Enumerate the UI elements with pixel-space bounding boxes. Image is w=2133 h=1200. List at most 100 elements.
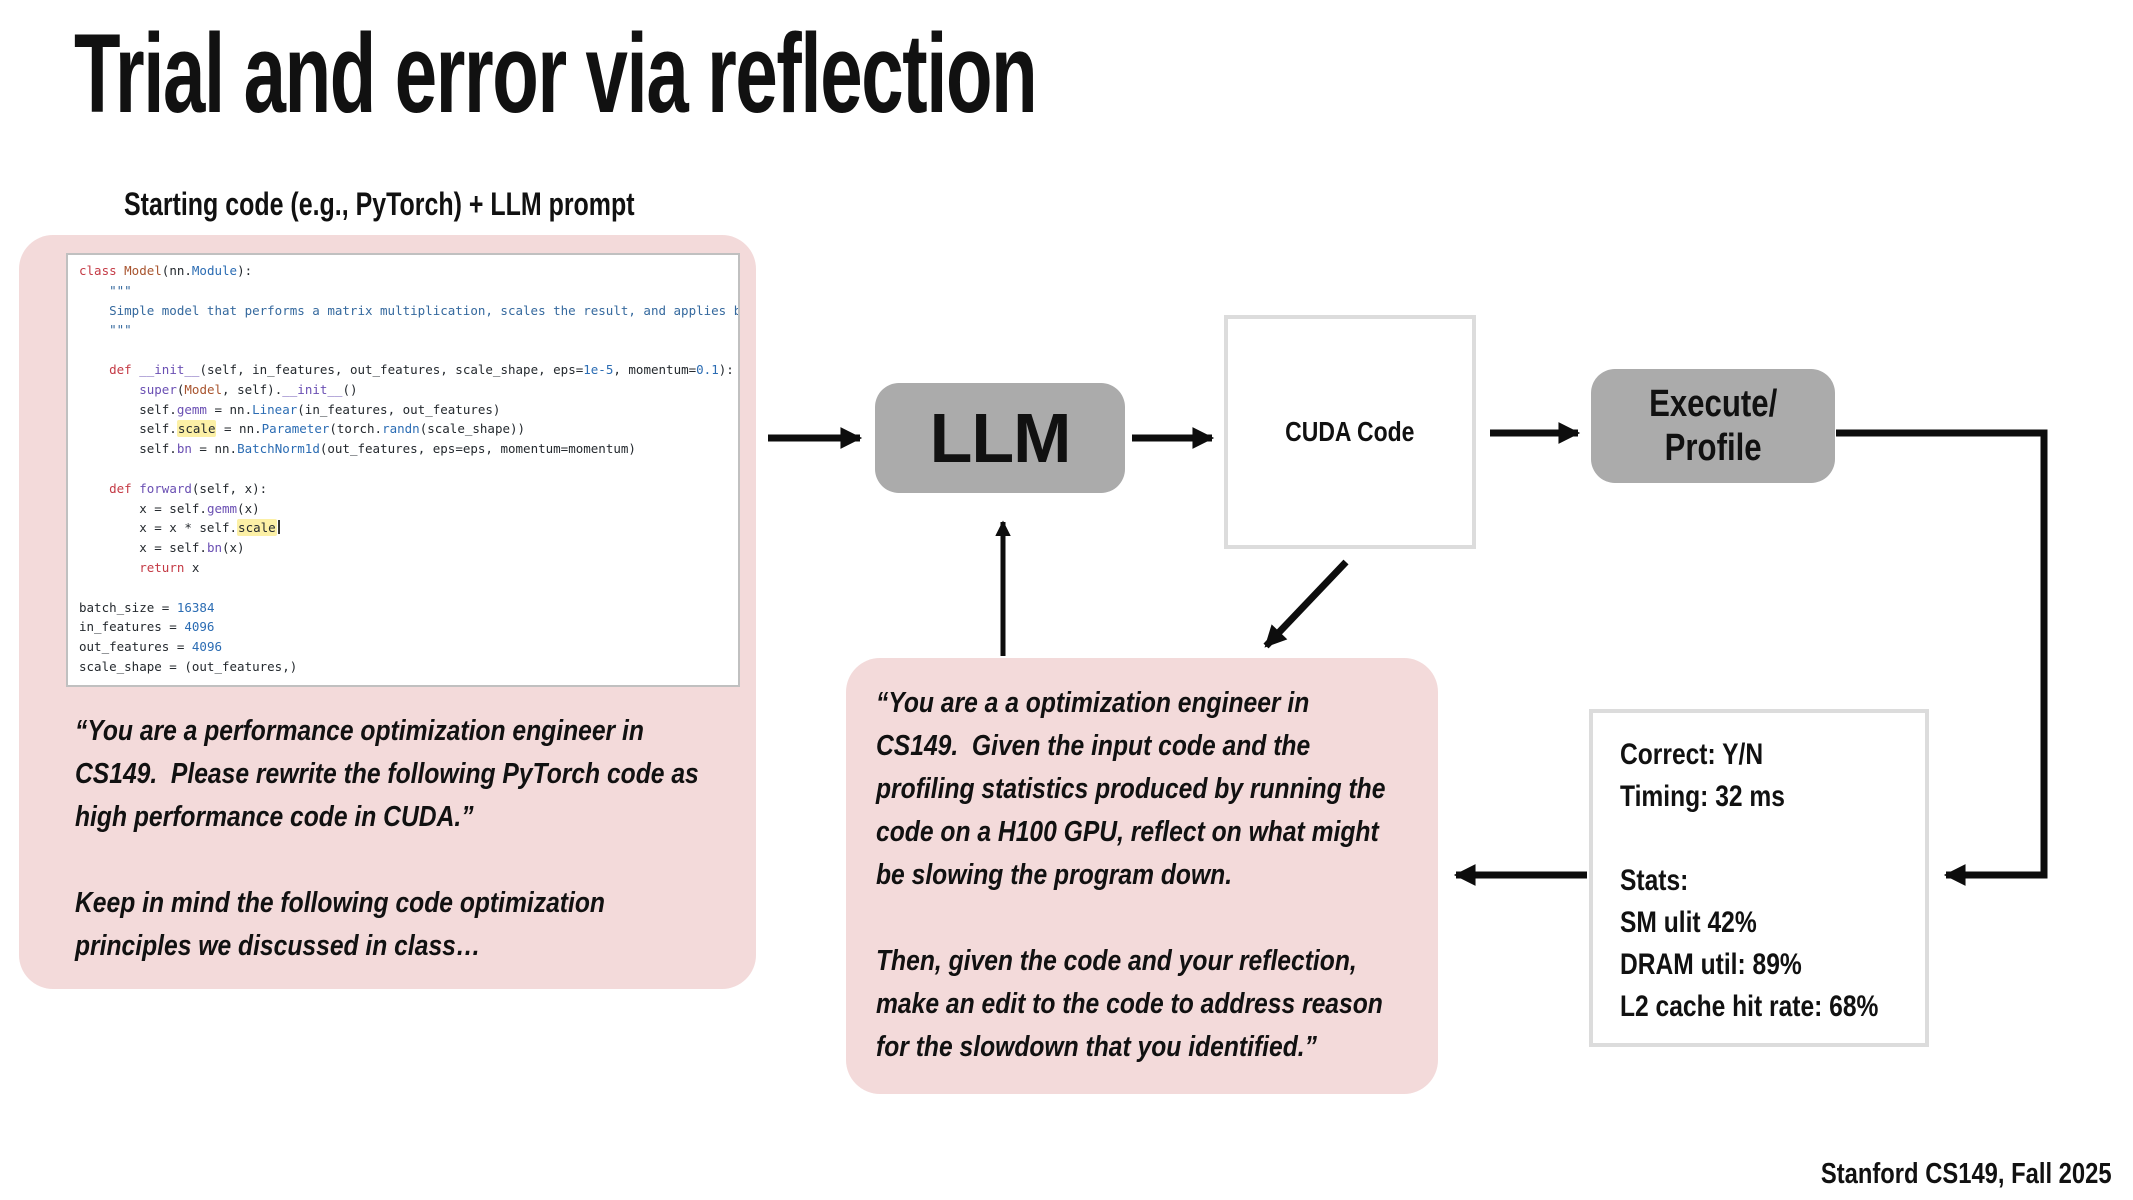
code-token xyxy=(79,362,109,377)
code-line: return x xyxy=(79,558,738,578)
code-token: BatchNorm1d xyxy=(237,441,320,457)
text-line: CS149. Please rewrite the following PyTo… xyxy=(75,758,699,790)
execute-profile-node: Execute/ Profile xyxy=(1591,369,1835,483)
code-line: self.scale = nn.Parameter(torch.randn(sc… xyxy=(79,419,738,439)
code-token: x xyxy=(184,559,200,575)
code-token: (self, in_features, out_features, scale_… xyxy=(199,361,584,377)
code-token: Linear xyxy=(252,401,298,417)
code-token: forward xyxy=(139,480,192,496)
text-line xyxy=(876,897,1471,940)
code-line xyxy=(79,459,738,479)
reflection-prompt-panel xyxy=(846,658,1438,1094)
text-line: CS149. Given the input code and the xyxy=(876,730,1311,762)
code-line: in_features = 4096 xyxy=(79,617,738,637)
execute-label-line1: Execute/ xyxy=(1648,383,1778,425)
code-token: 16384 xyxy=(176,599,215,615)
code-token: bn xyxy=(176,441,192,457)
text-line: Timing: 32 ms xyxy=(1620,780,1785,813)
text-line: be slowing the program down. xyxy=(876,859,1233,891)
code-line: self.bn = nn.BatchNorm1d(out_features, e… xyxy=(79,439,738,459)
code-token: randn xyxy=(382,421,420,437)
code-token: __init__ xyxy=(282,381,343,397)
code-token: self. xyxy=(79,401,177,417)
code-token: (scale_shape)) xyxy=(419,421,526,437)
code-line: """ xyxy=(79,281,738,301)
code-token: super xyxy=(139,381,177,397)
code-token: , self). xyxy=(222,381,283,397)
code-line: x = self.bn(x) xyxy=(79,538,738,558)
code-token: (x) xyxy=(237,500,260,516)
code-token: return xyxy=(139,559,185,575)
text-line: code on a H100 GPU, reflect on what migh… xyxy=(876,816,1379,848)
code-token xyxy=(79,481,109,496)
code-token: scale_shape = (out_features,) xyxy=(79,658,298,674)
text-line: make an edit to the code to address reas… xyxy=(876,988,1383,1020)
code-token: (in_features, out_features) xyxy=(297,401,501,417)
code-token: x = self. xyxy=(79,500,207,516)
code-token: x = x * self. xyxy=(79,520,238,536)
llm-node: LLM xyxy=(875,383,1125,493)
text-line: “You are a a optimization engineer in xyxy=(876,687,1310,719)
code-caption: Starting code (e.g., PyTorch) + LLM prom… xyxy=(124,186,635,222)
code-token: Module xyxy=(191,263,238,278)
code-token: (nn. xyxy=(161,263,192,278)
code-line: out_features = 4096 xyxy=(79,637,738,657)
text-line: DRAM util: 89% xyxy=(1620,948,1802,981)
code-token: out_features = xyxy=(79,639,192,655)
cuda-code-label: CUDA Code xyxy=(1285,416,1415,447)
text-line: Stats: xyxy=(1620,864,1689,897)
code-token: () xyxy=(342,381,358,397)
code-token: batch_size = xyxy=(79,599,177,615)
text-line: Then, given the code and your reflection… xyxy=(876,945,1357,977)
code-token: gemm xyxy=(206,500,238,516)
code-token: def xyxy=(109,361,140,377)
code-block: class Model(nn.Module): """ Simple model… xyxy=(66,253,740,687)
text-line: “You are a performance optimization engi… xyxy=(75,715,644,747)
code-line: self.gemm = nn.Linear(in_features, out_f… xyxy=(79,400,738,420)
code-token: self. xyxy=(79,441,177,457)
code-token: Model xyxy=(124,263,162,278)
text-line: L2 cache hit rate: 68% xyxy=(1620,990,1879,1023)
code-token: scale xyxy=(237,519,277,537)
text-line xyxy=(1620,818,1878,860)
code-line: def forward(self, x): xyxy=(79,479,738,499)
code-line: def __init__(self, in_features, out_feat… xyxy=(79,360,738,380)
execute-label-line2: Profile xyxy=(1664,427,1762,469)
code-token: x = self. xyxy=(79,540,207,556)
code-token: ( xyxy=(176,381,185,397)
slide-footer: Stanford CS149, Fall 2025 xyxy=(1821,1158,2112,1190)
code-token: (out_features, eps=eps, momentum=momentu… xyxy=(319,441,636,457)
cuda-code-node: CUDA Code xyxy=(1224,315,1476,549)
code-token: Model xyxy=(184,381,223,397)
code-line: batch_size = 16384 xyxy=(79,598,738,618)
code-line: """ xyxy=(79,320,738,340)
code-token: ): xyxy=(237,263,253,278)
code-line: class Model(nn.Module): xyxy=(79,261,738,281)
text-line: SM ulit 42% xyxy=(1620,906,1757,939)
slide-title: Trial and error via reflection xyxy=(74,11,1038,136)
code-token: 4096 xyxy=(184,619,215,635)
code-token xyxy=(79,382,139,397)
text-cursor xyxy=(277,520,280,535)
profiling-stats-text: Correct: Y/N Timing: 32 ms Stats: SM ulit … xyxy=(1620,734,1878,1028)
code-token: gemm xyxy=(176,401,207,417)
code-token: Simple model that performs a matrix mult… xyxy=(79,302,740,318)
code-line: x = x * self.scale xyxy=(79,518,738,538)
code-token: def xyxy=(109,480,140,496)
code-token: , momentum= xyxy=(613,361,697,377)
code-token: bn xyxy=(206,540,222,556)
code-token xyxy=(79,560,139,575)
reflection-prompt-quote: “You are a a optimization engineer in CS1… xyxy=(876,682,1471,1069)
code-token: (torch. xyxy=(329,421,383,437)
code-token: Parameter xyxy=(261,421,330,437)
code-token: 0.1 xyxy=(696,361,719,377)
text-line: Correct: Y/N xyxy=(1620,738,1764,771)
code-token: ): xyxy=(718,361,734,377)
code-token: (x) xyxy=(222,540,245,556)
llm-prompt-quote: “You are a performance optimization engi… xyxy=(75,710,755,968)
code-token: self. xyxy=(79,421,177,437)
code-token: (self, x): xyxy=(191,480,268,496)
code-line: Simple model that performs a matrix mult… xyxy=(79,301,738,321)
code-line xyxy=(79,340,738,360)
